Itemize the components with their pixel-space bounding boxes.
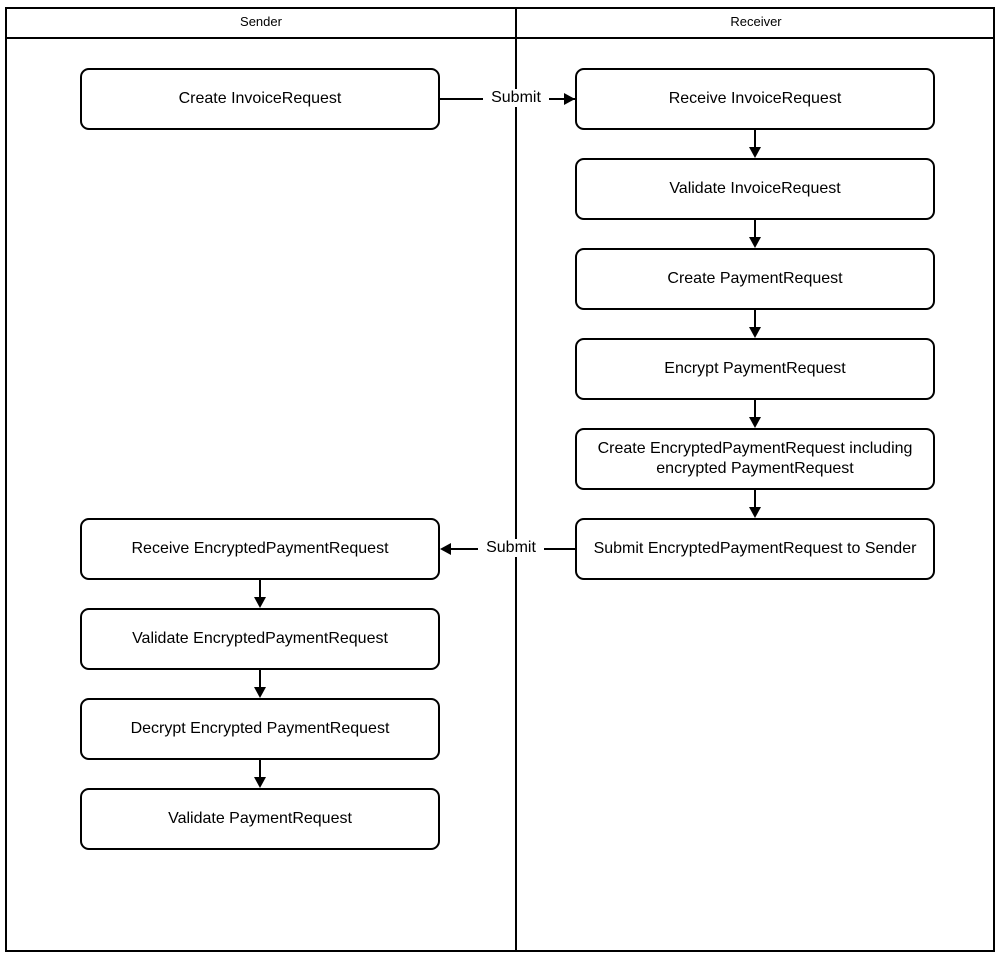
edge-label-submit-invoicerequest: Submit bbox=[483, 89, 549, 107]
node-submit-encryptedpaymentrequest-to-sender[interactable]: Submit EncryptedPaymentRequest to Sender bbox=[575, 518, 935, 580]
edge-receive-to-validate-invoicerequest-arrowhead bbox=[749, 147, 761, 158]
edge-submit-encryptedpaymentrequest-arrowhead bbox=[440, 543, 451, 555]
edge-receive-to-validate-epr-line bbox=[259, 580, 261, 598]
node-validate-paymentrequest[interactable]: Validate PaymentRequest bbox=[80, 788, 440, 850]
edge-create-encryptedpaymentrequest-to-submit-arrowhead bbox=[749, 507, 761, 518]
node-encrypt-paymentrequest[interactable]: Encrypt PaymentRequest bbox=[575, 338, 935, 400]
node-validate-encryptedpaymentrequest[interactable]: Validate EncryptedPaymentRequest bbox=[80, 608, 440, 670]
swimlane-divider bbox=[515, 7, 517, 952]
lane-title-sender: Sender bbox=[240, 14, 282, 29]
node-receive-invoicerequest[interactable]: Receive InvoiceRequest bbox=[575, 68, 935, 130]
edge-encrypt-to-create-encryptedpaymentrequest-arrowhead bbox=[749, 417, 761, 428]
node-decrypt-encrypted-paymentrequest[interactable]: Decrypt Encrypted PaymentRequest bbox=[80, 698, 440, 760]
edge-create-to-encrypt-paymentrequest-line bbox=[754, 310, 756, 328]
edge-validate-epr-to-decrypt-arrowhead bbox=[254, 687, 266, 698]
edge-create-to-encrypt-paymentrequest-arrowhead bbox=[749, 327, 761, 338]
edge-encrypt-to-create-encryptedpaymentrequest-line bbox=[754, 400, 756, 418]
node-create-invoicerequest[interactable]: Create InvoiceRequest bbox=[80, 68, 440, 130]
edge-decrypt-to-validate-paymentrequest-line bbox=[259, 760, 261, 778]
node-receive-encryptedpaymentrequest[interactable]: Receive EncryptedPaymentRequest bbox=[80, 518, 440, 580]
edge-create-encryptedpaymentrequest-to-submit-line bbox=[754, 490, 756, 508]
lane-title-receiver: Receiver bbox=[730, 14, 782, 29]
edge-validate-invoicerequest-to-create-paymentrequest-arrowhead bbox=[749, 237, 761, 248]
edge-validate-invoicerequest-to-create-paymentrequest-line bbox=[754, 220, 756, 238]
edge-label-submit-encryptedpaymentrequest: Submit bbox=[478, 539, 544, 557]
node-create-encryptedpaymentrequest[interactable]: Create EncryptedPaymentRequest including… bbox=[575, 428, 935, 490]
edge-submit-invoicerequest-arrowhead bbox=[564, 93, 575, 105]
edge-receive-to-validate-invoicerequest-line bbox=[754, 130, 756, 148]
swimlane-header-rule bbox=[5, 37, 995, 39]
node-validate-invoicerequest[interactable]: Validate InvoiceRequest bbox=[575, 158, 935, 220]
edge-decrypt-to-validate-paymentrequest-arrowhead bbox=[254, 777, 266, 788]
node-create-paymentrequest[interactable]: Create PaymentRequest bbox=[575, 248, 935, 310]
edge-receive-to-validate-epr-arrowhead bbox=[254, 597, 266, 608]
edge-validate-epr-to-decrypt-line bbox=[259, 670, 261, 688]
